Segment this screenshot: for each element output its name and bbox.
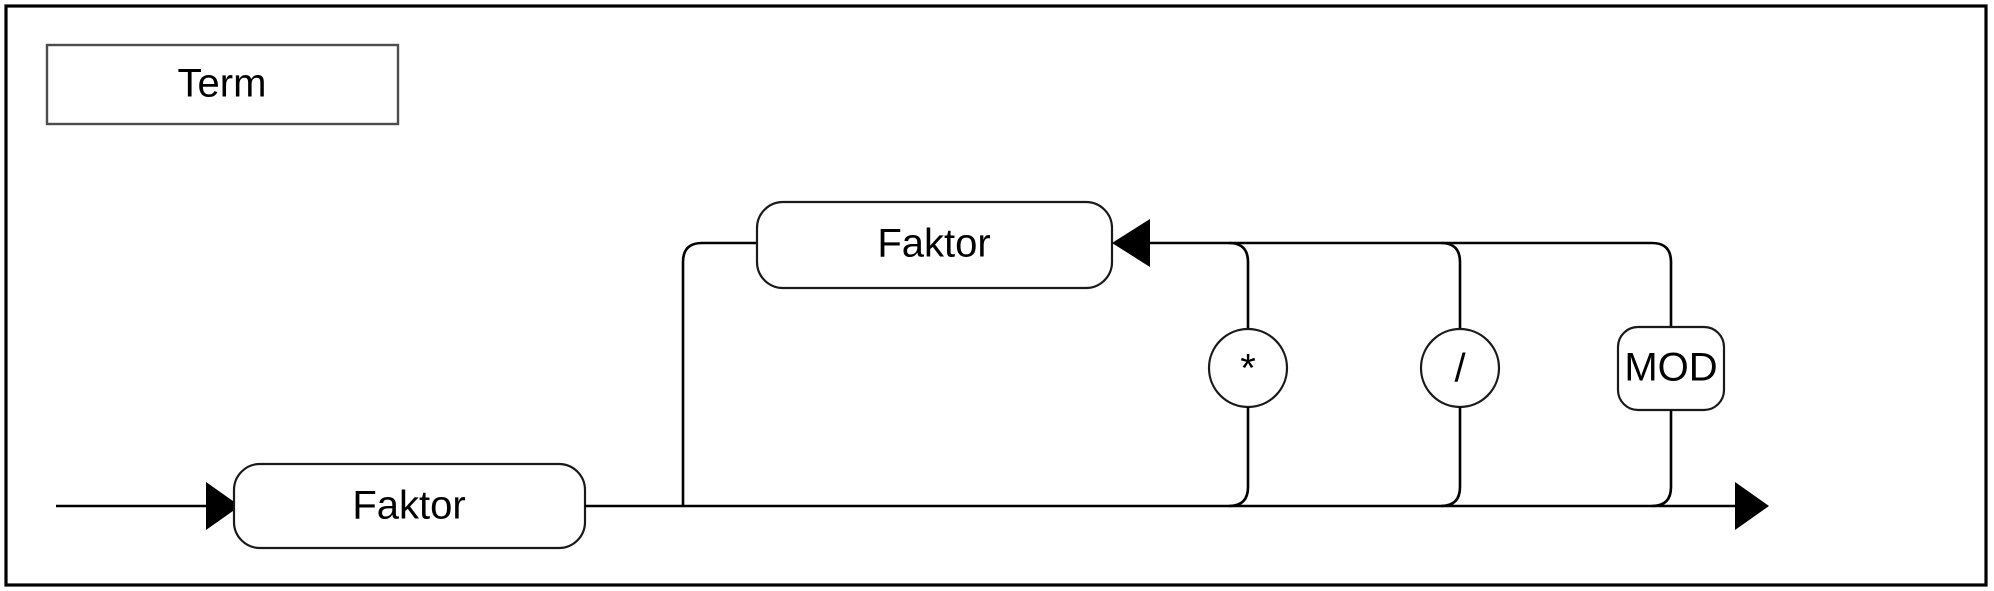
loopback-left-track (681, 241, 757, 506)
exit-arrow-icon (1735, 482, 1769, 530)
node-faktor-main-label: Faktor (352, 484, 465, 528)
branch-div-upper-track (1440, 241, 1462, 330)
branch-mul-lower-track (1228, 407, 1250, 508)
op-multiply-label: * (1240, 347, 1256, 391)
branch-mod-upper-track (1651, 241, 1673, 327)
entry-arrow-icon (206, 482, 240, 530)
op-mod-label: MOD (1624, 346, 1717, 390)
branch-div-lower-track (1440, 407, 1462, 508)
branch-mod-lower-track (1651, 410, 1673, 508)
diagram-frame (4, 4, 1988, 587)
page-title: Term (178, 62, 267, 106)
node-faktor-loop-label: Faktor (877, 222, 990, 266)
loop-arrow-icon (1112, 219, 1150, 267)
node-faktor-loop[interactable] (755, 200, 1114, 290)
title-box (45, 43, 400, 126)
branch-mul-upper-track (1228, 241, 1250, 330)
op-divide-label: / (1454, 347, 1466, 391)
